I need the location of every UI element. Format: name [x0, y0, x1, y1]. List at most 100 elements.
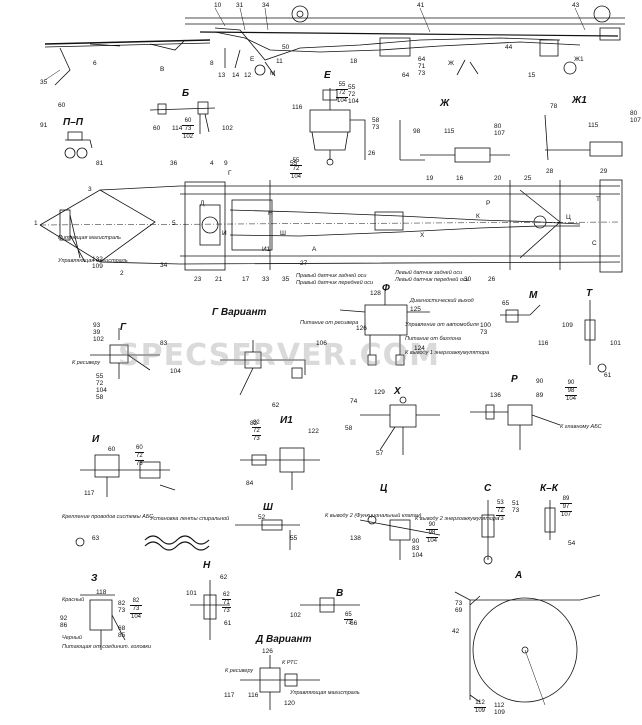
label-mid-4: 102	[222, 125, 233, 132]
label-d-31: 82	[250, 420, 258, 427]
label-d-33: 84	[246, 480, 254, 487]
label-d-27: 57	[376, 450, 384, 457]
callout-stack-kk: 89 97 107	[560, 496, 573, 519]
label-d-64: 126	[262, 648, 273, 655]
label-d-58: 61	[224, 620, 232, 627]
label-mid-8: 104	[348, 98, 359, 105]
label-d-34: 122	[308, 428, 319, 435]
section-title-zh1: Ж1	[572, 95, 587, 106]
callout-kk-2: 107	[561, 512, 572, 518]
callout-i1-0: 82	[252, 420, 261, 428]
detail-b-drawing	[149, 101, 216, 134]
label-ch-24: Х	[420, 232, 425, 239]
label-d-54: 63	[92, 535, 100, 542]
label-d-32: 62	[272, 402, 280, 409]
label-ch-32: 30	[464, 276, 472, 283]
note-from-tank: Питание от ресивера	[300, 320, 359, 326]
label-ch-25: А	[312, 246, 317, 253]
note-to-receiver: К ресиверу	[72, 360, 101, 366]
label-d-61: 102	[290, 612, 301, 619]
label-d-11: 104	[170, 368, 181, 375]
label-d-16: 73	[480, 329, 488, 336]
side-view-frame	[44, 5, 625, 86]
label-top-19: М	[270, 70, 276, 77]
label-d-49: 73	[118, 607, 126, 614]
label-ch-14: Д	[200, 200, 205, 207]
label-top-11: 18	[350, 58, 358, 65]
detail-t-drawing	[584, 300, 607, 373]
label-d-63: 117	[224, 692, 235, 699]
detail-f-drawing	[339, 290, 430, 366]
label-ch-5: 2	[120, 270, 124, 277]
label-ch-3: 55	[290, 160, 298, 167]
label-d-20: 61	[604, 372, 612, 379]
label-d-53: 85	[118, 632, 126, 639]
label-mid-11: 26	[368, 150, 376, 157]
label-ch-27: 21	[215, 276, 223, 283]
callout-stack-b: 60 73 102	[182, 118, 195, 141]
label-d-24: 54	[568, 540, 576, 547]
note-red: Красный	[62, 597, 85, 603]
note-brake-cable: Крепление проводов системы АБС	[62, 514, 154, 520]
label-mid-5: 116	[292, 104, 303, 111]
label-d-44: 73	[455, 600, 463, 607]
note-ctrl-head: Управляющая магистраль	[290, 690, 360, 696]
callout-n-0: 62	[222, 592, 231, 600]
label-d-19: 101	[610, 340, 621, 347]
detail-s-drawing	[481, 500, 495, 565]
label-ch-16: Р	[486, 200, 491, 207]
detail-i1-drawing	[240, 447, 320, 490]
label-ch-18: С	[592, 240, 597, 247]
label-d-30: 58	[345, 425, 353, 432]
callout-stack-n: 62 71 73	[222, 592, 231, 615]
label-mid-12: 98	[413, 128, 421, 135]
callout-i1-1: 72	[252, 428, 261, 436]
callout-g-0: 55	[290, 158, 303, 166]
callout-r-1: 98	[565, 388, 578, 396]
callout-i-1: 72	[135, 453, 144, 461]
label-d-17: 109	[562, 322, 573, 329]
detail-r-drawing	[470, 404, 561, 450]
label-d-14: 65	[502, 300, 510, 307]
callout-stack-i: 60 72 73	[135, 445, 144, 468]
detail-z-drawing	[80, 594, 126, 650]
label-d-29: 129	[374, 389, 385, 396]
section-title-z: З	[91, 573, 98, 584]
section-title-f: Ф	[382, 283, 390, 294]
detail-ts-drawing	[359, 515, 441, 560]
section-title-s: С	[484, 483, 492, 494]
label-mid-13: 115	[444, 128, 455, 135]
section-title-x: Х	[394, 386, 401, 397]
label-ch-33: 26	[488, 276, 496, 283]
label-ch-6: 19	[426, 175, 434, 182]
detail-e-drawing	[309, 88, 366, 166]
section-title-d-variant: Д Вариант	[256, 634, 312, 645]
label-d-2: 124	[414, 345, 425, 352]
label-top-24: 71	[418, 63, 426, 70]
label-top-17: 6	[93, 60, 97, 67]
callout-stack-s: 53 72 73	[496, 500, 505, 523]
detail-zh1-drawing	[544, 114, 623, 161]
label-d-35: 55	[290, 535, 298, 542]
label-top-7: 14	[232, 72, 240, 79]
label-ch-0: 36	[170, 160, 178, 167]
note-front-axle-right: Правый датчик передней оси	[296, 280, 374, 286]
chassis-plan-view	[39, 179, 623, 273]
detail-sh-drawing	[144, 519, 300, 551]
label-mid-7: 72	[348, 91, 356, 98]
section-title-g: Г	[120, 322, 127, 333]
detail-zh-drawing	[399, 120, 510, 163]
label-d-18: 116	[538, 340, 549, 347]
label-top-23: 64	[418, 56, 426, 63]
note-to-rts: К РТС	[282, 660, 298, 666]
label-top-14: 44	[505, 44, 513, 51]
callout-r-0: 90	[565, 380, 578, 388]
note-to-chamber: К выводу 1 энергоаккумулятора	[405, 350, 490, 356]
section-title-m: М	[529, 290, 538, 301]
label-top-25: 73	[418, 70, 426, 77]
label-d-22: 89	[536, 392, 544, 399]
detail-n-drawing	[190, 580, 230, 640]
callout-r-2: 104	[566, 396, 577, 402]
label-d-55: 62	[220, 574, 228, 581]
label-top-0: 10	[214, 2, 222, 9]
